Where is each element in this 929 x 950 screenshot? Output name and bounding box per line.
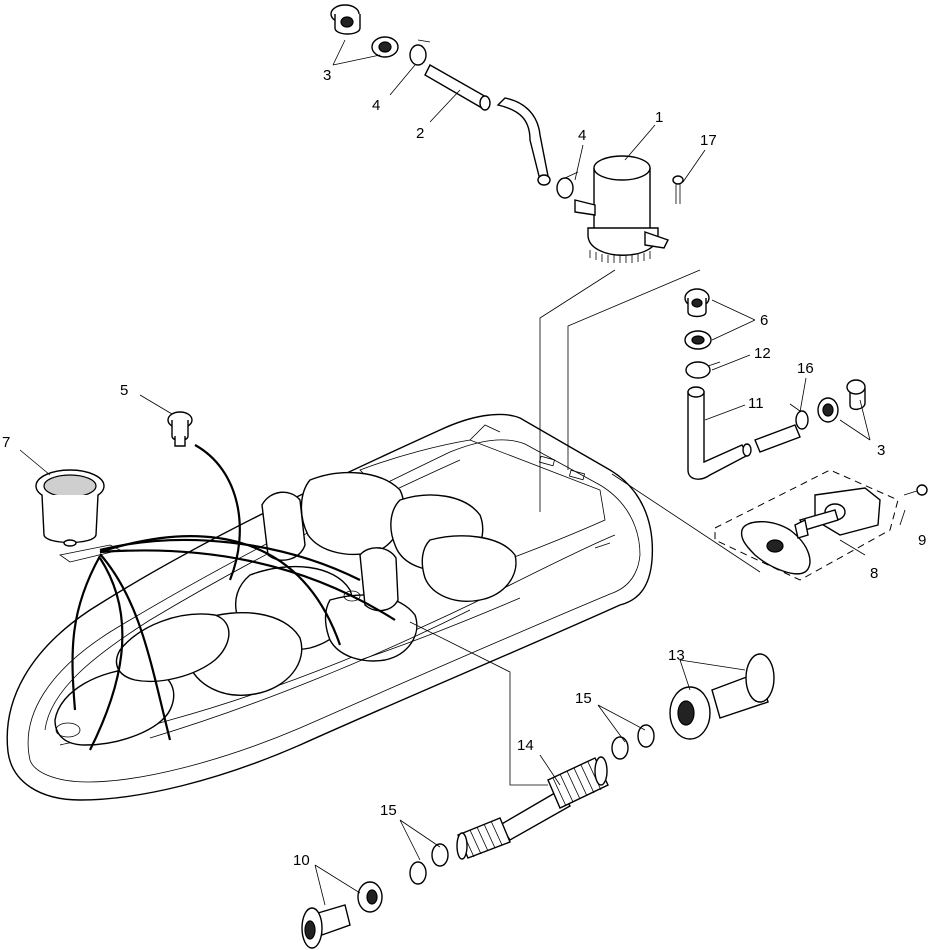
callout-3a: 3	[323, 67, 331, 84]
thru-hull-fitting-lower-right	[669, 653, 775, 740]
callout-7: 7	[2, 434, 10, 451]
drain-leader	[611, 473, 761, 573]
pump-leader-left	[539, 269, 616, 512]
thru-hull-fitting-bottom	[301, 881, 383, 949]
pump-leader-right	[567, 269, 701, 470]
callout-12: 12	[754, 345, 771, 362]
drain-tube	[456, 756, 609, 860]
hose-clamp	[556, 177, 574, 199]
callout-6: 6	[760, 312, 768, 329]
wiring-harness	[59, 444, 396, 751]
hose	[424, 64, 551, 186]
thru-hull-fitting-right-b	[817, 379, 866, 423]
callout-15b: 15	[575, 690, 592, 707]
callout-11: 11	[748, 395, 764, 412]
callout-4a: 4	[372, 97, 380, 114]
clamps-lower	[409, 724, 655, 885]
clamp-tab	[564, 171, 579, 179]
thru-hull-fitting-right	[684, 288, 721, 379]
drain-plug-assembly	[714, 469, 928, 581]
boat-hull	[6, 413, 654, 801]
callout-2: 2	[416, 125, 424, 142]
callout-9: 9	[918, 532, 926, 549]
callout-leaders	[19, 39, 906, 906]
callout-13: 13	[668, 647, 685, 664]
callout-10: 10	[293, 852, 310, 869]
callout-16: 16	[797, 360, 814, 377]
screw	[672, 175, 684, 204]
thru-hull-fitting-top	[330, 4, 431, 66]
callout-15a: 15	[380, 802, 397, 819]
callout-labels: 3 4 2 4 1 17 6 12 11 16 3 9 8 5 7 10 15 …	[2, 67, 926, 869]
cup-holder	[35, 469, 105, 547]
callout-3b: 3	[877, 442, 885, 459]
callout-1: 1	[655, 109, 663, 126]
drain-fitting-small	[167, 411, 193, 447]
drain-tube-leader	[409, 621, 548, 786]
callout-4b: 4	[578, 127, 586, 144]
bilge-pump	[574, 155, 669, 263]
callout-14: 14	[517, 737, 534, 754]
callout-5: 5	[120, 382, 128, 399]
elbow-hose	[687, 386, 809, 480]
callout-8: 8	[870, 565, 878, 582]
callout-17: 17	[700, 132, 717, 149]
